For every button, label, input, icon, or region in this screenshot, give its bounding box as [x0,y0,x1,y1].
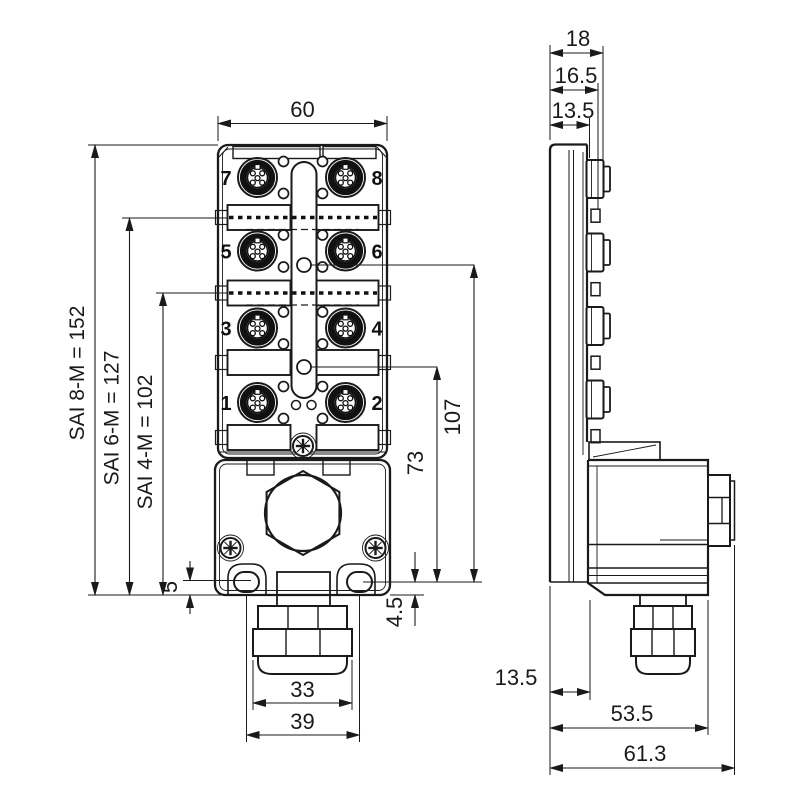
side-connector-bump [585,306,611,346]
dim-107: 107 [311,263,479,584]
side-view [548,143,736,675]
port-number: 4 [371,319,383,341]
m12-port-5 [238,232,277,271]
dim-4-5: 4.5 [382,552,424,627]
top-label-recess-left [232,145,321,160]
dim-61-3: 61.3 [548,545,736,775]
dim-label-53-5: 53.5 [611,701,654,726]
cover-nut [263,469,343,557]
m12-ports: 7 8 5 6 3 4 1 2 [220,158,383,422]
m12-port-4 [326,309,365,348]
cable-gland-side [630,594,696,675]
dim-16-5: 16.5 [548,63,600,209]
dim-label-16-5: 16.5 [555,63,598,88]
dim-label-13-5-top: 13.5 [552,98,595,123]
phillips-screw-icon [291,434,315,458]
slot-hole-upper [296,257,312,273]
port-number: 7 [220,168,231,190]
top-label-recess-right [322,145,377,160]
dim-33: 33 [251,660,354,710]
dim-label-39: 39 [290,709,314,734]
dim-5: 5 [157,561,251,614]
side-base-housing [586,441,710,597]
dim-label-5: 5 [157,581,182,593]
label-window-rows [214,204,392,451]
dim-label-61-3: 61.3 [624,741,667,766]
m12-port-3 [238,309,277,348]
side-connector-bump [585,232,611,273]
dim-label-13-5-bottom: 13.5 [495,665,538,690]
port-number: 1 [220,393,231,415]
side-body [548,143,611,583]
center-slot [290,161,318,411]
port-number: 2 [371,393,382,415]
m12-port-2 [326,383,365,422]
m12-port-7 [238,158,277,197]
slot-hole-lower [296,359,312,375]
dim-label-18: 18 [566,26,590,51]
m12-port-8 [326,158,365,197]
dim-label-33: 33 [290,677,314,702]
mounting-hole-left [233,571,260,593]
dim-label-sai4: SAI 4-M = 102 [134,375,157,510]
dim-73: 73 [311,365,442,584]
dim-18: 18 [548,26,605,168]
dim-label-sai8: SAI 8-M = 152 [66,306,89,441]
port-number: 8 [371,168,382,190]
dim-13-5-bottom: 13.5 [495,600,592,700]
dim-label-sai6: SAI 6-M = 127 [101,351,124,486]
dim-label-60: 60 [290,97,314,122]
dim-sai4: SAI 4-M = 102 [134,291,228,597]
phillips-screw-icon [219,536,242,560]
m12-port-1 [238,383,277,422]
dim-13-5-top: 13.5 [548,98,595,158]
center-screw [289,432,317,460]
dim-60: 60 [216,97,389,141]
dim-label-4-5: 4.5 [382,597,407,628]
port-number: 5 [220,242,231,264]
dim-sai6: SAI 6-M = 127 [101,216,228,597]
led-windows [277,155,329,425]
port-number: 6 [371,242,382,264]
dim-label-73: 73 [403,451,428,475]
phillips-screw-icon [364,536,387,560]
side-output-connector [707,474,736,547]
dim-sai8: SAI 8-M = 152 [66,143,218,597]
front-view: 7 8 5 6 3 4 1 2 [213,143,392,675]
dim-53-5: 53.5 [548,600,710,735]
dimensions: 60 SAI 8-M = 152 SAI 6-M = 127 SAI 4-M =… [66,26,736,775]
dim-39: 39 [245,594,361,742]
port-number: 3 [220,319,231,341]
front-base-housing [213,458,392,597]
cable-gland-front [252,594,353,675]
side-connector-bump [585,379,611,420]
dim-label-107: 107 [440,399,465,436]
